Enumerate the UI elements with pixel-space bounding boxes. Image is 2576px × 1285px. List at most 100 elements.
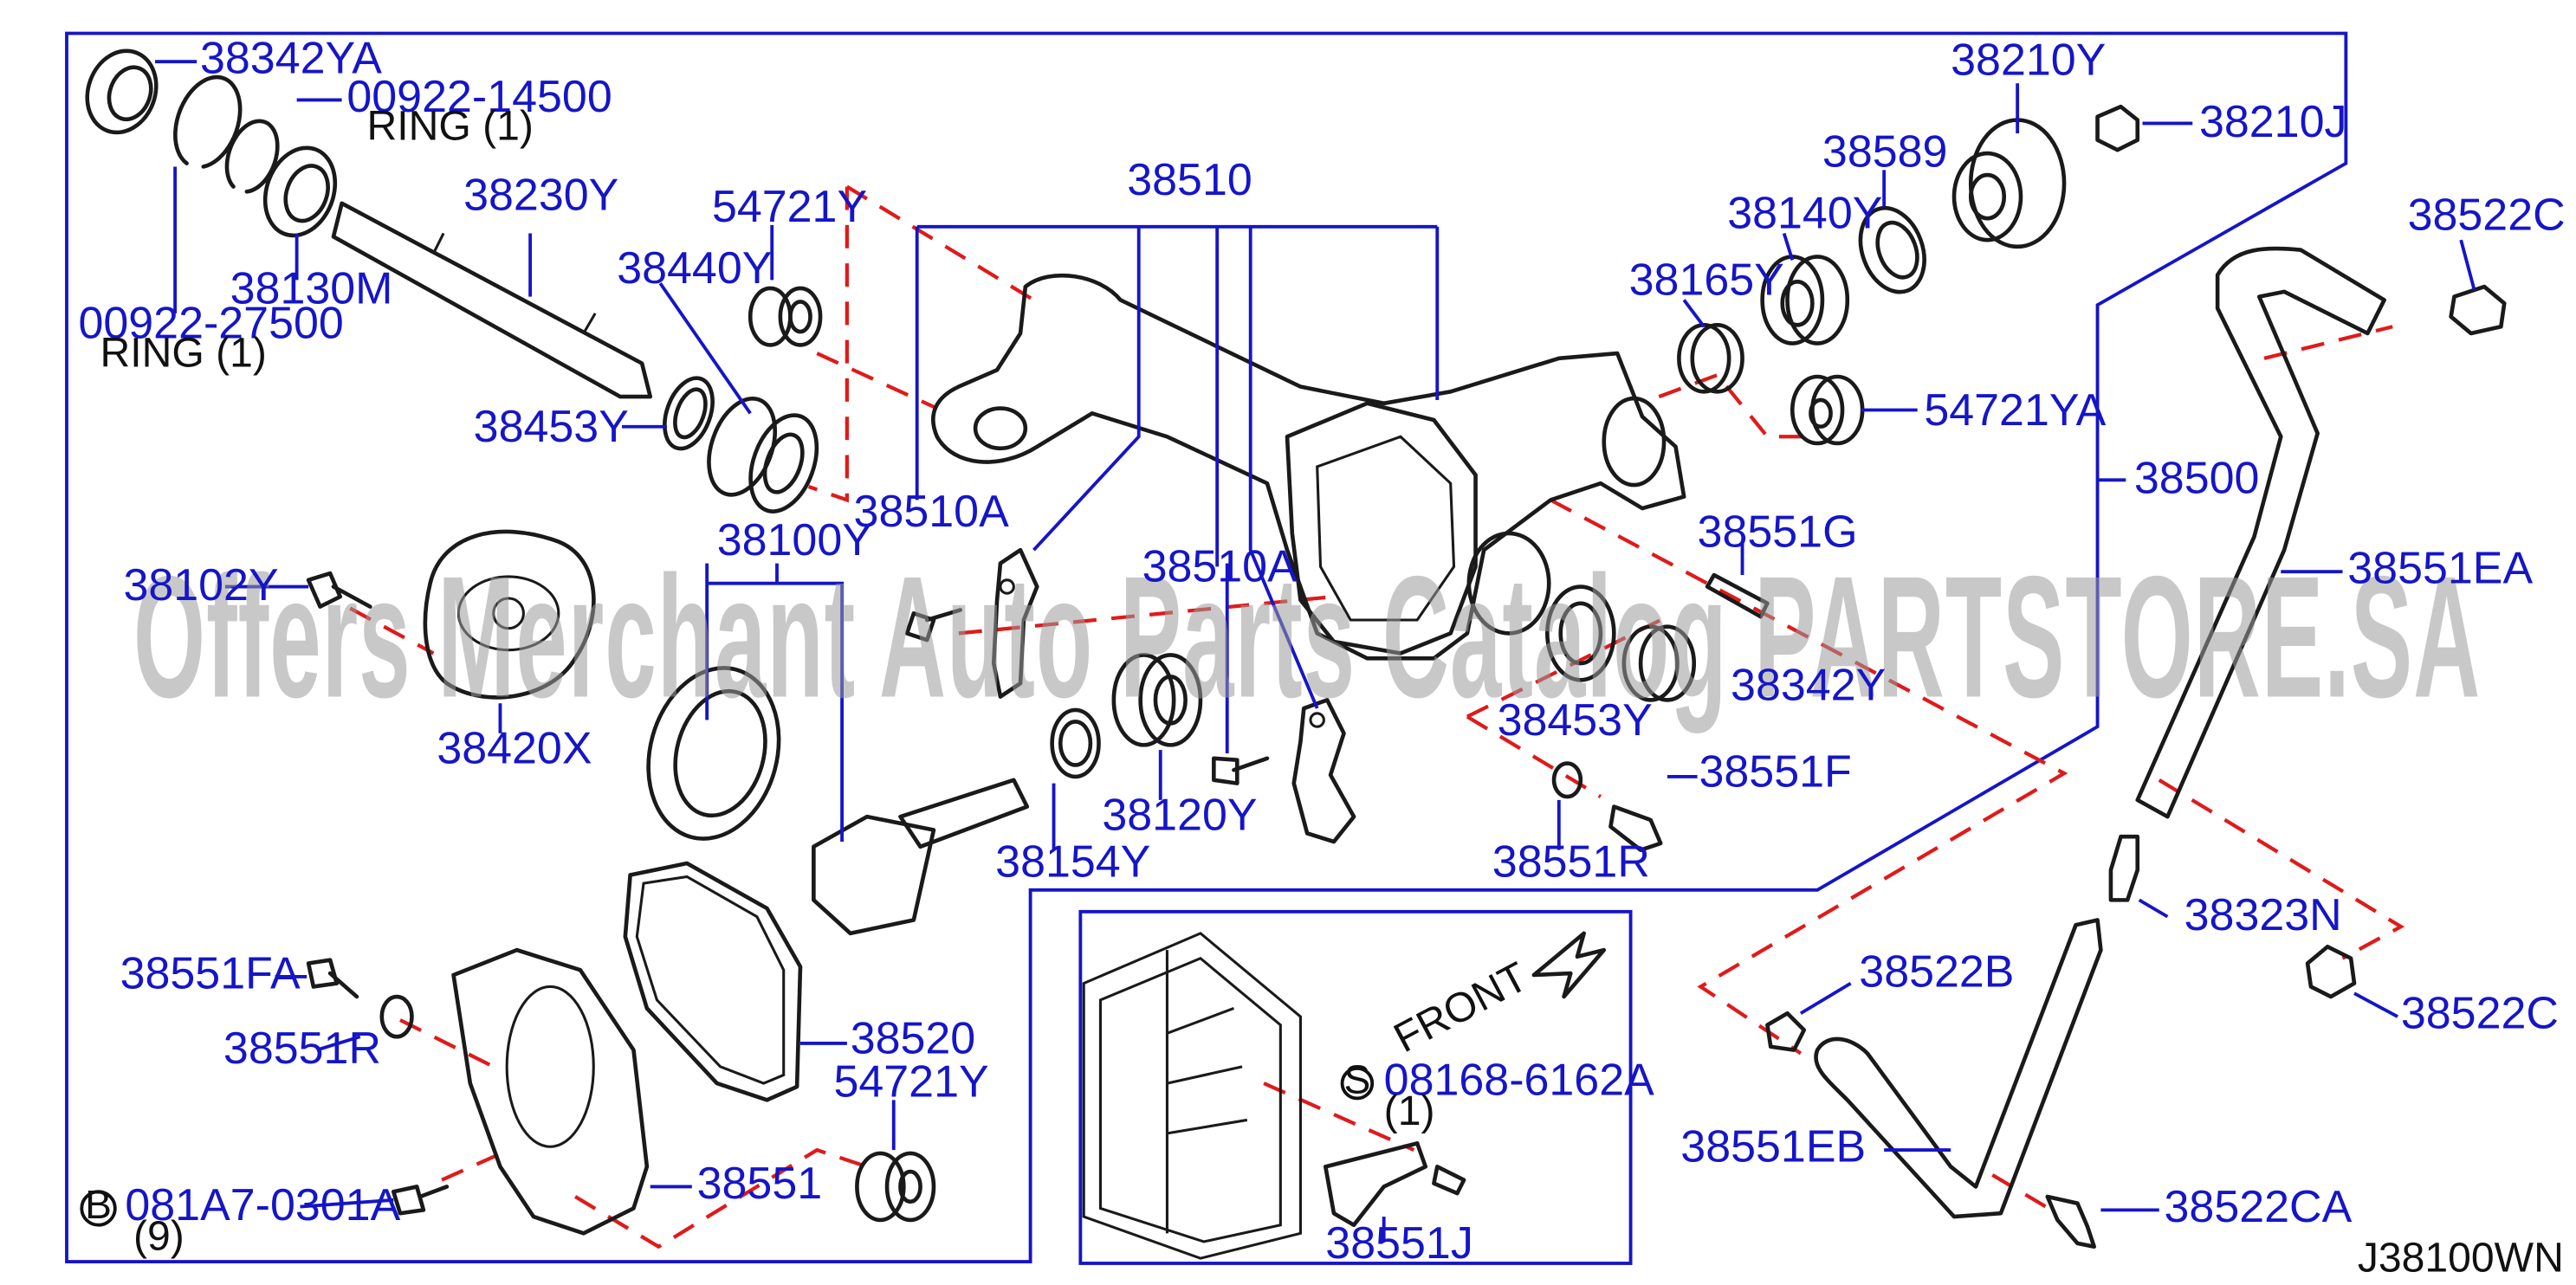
bush-54721ya [1790,374,1865,446]
diagram-code: J38100WN [2358,1235,2564,1282]
part-label[interactable]: 38342YA [200,34,382,84]
bolt-38510a [904,608,963,642]
part-label[interactable]: 54721Y [712,182,867,232]
part-desc: (9) [133,1213,184,1260]
front-label: FRONT [1387,953,1536,1062]
washer-38154y [1050,707,1101,779]
part-label[interactable]: 38100Y [717,515,872,565]
part-label[interactable]: 38210J [2199,97,2347,147]
bearing-38120y [1111,653,1203,747]
part-label[interactable]: 38510A [854,487,1010,537]
part-label[interactable]: 38453Y [474,402,629,452]
part-label[interactable]: 38551R [223,1023,381,1074]
oil-seal-38342ya [85,48,159,135]
bush-54721y-top [748,286,823,347]
part-label[interactable]: 38522CA [2165,1182,2353,1232]
part-label[interactable]: 38551G [1698,507,1858,557]
part-label[interactable]: 38522C [2408,190,2566,241]
part-desc: (1) [1384,1088,1435,1134]
clip-38522c-bottom [2305,944,2357,999]
part-label[interactable]: 38551 [697,1159,823,1209]
spacer-38165y [1677,323,1744,394]
bearing-38440y [707,396,819,513]
part-label[interactable]: 38551EA [2347,544,2533,594]
part-label[interactable]: 38510 [1127,155,1252,205]
part-label[interactable]: 38510A [1142,542,1298,592]
symbol-s: S [1343,1057,1370,1102]
housing-38510 [931,273,1686,661]
part-label[interactable]: 54721Y [833,1057,988,1107]
symbol-b: B [85,1182,112,1227]
part-label[interactable]: 08168-6162A [1384,1056,1654,1106]
bearing-38130m [262,145,338,238]
hose-38551eb [1814,918,2103,1219]
part-label[interactable]: 38154Y [995,836,1150,887]
washer-38551r-left [379,994,414,1039]
shaft-38230y [331,201,653,399]
part-desc: RING (1) [366,103,533,150]
nut-38210j [2095,104,2140,152]
clip-38522b [1765,1011,1807,1052]
part-label[interactable]: 38210Y [1951,36,2106,86]
symbol-circle-s [1340,1066,1375,1101]
part-label[interactable]: 38120Y [1102,791,1257,841]
bracket-38510a-left [991,547,1039,699]
part-label[interactable]: 081A7-0301A [125,1180,400,1230]
deflector-38589 [1858,205,1926,294]
part-label[interactable]: 38551F [1699,746,1851,797]
part-label[interactable]: 38551FA [120,948,301,998]
part-label[interactable]: 38522C [2401,989,2559,1039]
clip-38522c-top [2449,284,2507,336]
part-label[interactable]: 38342Y [1731,660,1886,710]
washer-38453y-left [663,376,715,451]
diff-case-38420x [423,529,596,700]
symbol-circle-b [80,1190,117,1227]
part-label[interactable]: 00922-14500 [346,72,612,122]
connector-38323n [2108,834,2140,902]
stud-38551g [1705,572,1770,619]
inset-frame [1078,909,1633,1265]
leader-lines [155,60,2476,1242]
part-label[interactable]: 38230Y [463,171,618,221]
part-label[interactable]: 00922-27500 [78,299,343,349]
bolt-38102y [306,571,372,609]
rear-cover-38551 [451,947,650,1236]
watermark-text: Offers Merchant Auto Parts Catalog PARTS… [133,541,2481,734]
part-label[interactable]: 38551R [1492,836,1650,887]
snap-ring-00922-14500 [224,119,280,194]
bracket-38510a-right [1291,698,1356,844]
part-label[interactable]: 38130M [230,263,393,313]
part-label[interactable]: 38102Y [123,560,278,610]
bolt-081a7-0301a [391,1185,450,1216]
part-label[interactable]: 38551EB [1680,1122,1866,1172]
part-label[interactable]: 38520 [851,1013,976,1063]
part-label[interactable]: 38522B [1859,946,2014,997]
part-label[interactable]: 38453Y [1498,695,1653,746]
part-labels: 38342YA 00922-14500 RING (1) 38230Y 3813… [78,34,2565,1282]
inset-mounting-drawing [1082,931,1607,1260]
part-label[interactable]: 38140Y [1727,189,1882,239]
bush-54721y-bottom [855,1151,936,1223]
clip-38522ca [2045,1194,2097,1249]
part-label[interactable]: 38165Y [1629,255,1784,306]
part-label[interactable]: 38589 [1822,126,1948,177]
seal-38342y [1621,624,1697,702]
part-desc: RING (1) [100,329,266,376]
part-label[interactable]: 38551J [1325,1218,1473,1269]
main-outline-frame [65,31,2348,1263]
part-label[interactable]: 38440Y [617,243,772,294]
bolt-38551fa [306,958,359,999]
bolt-38510a-2 [1212,756,1270,785]
gasket-38453y-right [1545,584,1616,682]
hose-38551ea [2135,246,2386,819]
part-label[interactable]: 38420X [437,724,592,774]
washer-38551r-right [1551,761,1583,799]
part-label[interactable]: 54721YA [1924,385,2106,436]
bolt-38551f [1608,804,1663,852]
flange-38210y [1951,118,2067,249]
part-label[interactable]: 38500 [2134,454,2260,504]
part-label[interactable]: 38323N [2184,890,2342,940]
gear-set-38100y [646,666,1030,936]
gasket-38520 [623,861,803,1102]
